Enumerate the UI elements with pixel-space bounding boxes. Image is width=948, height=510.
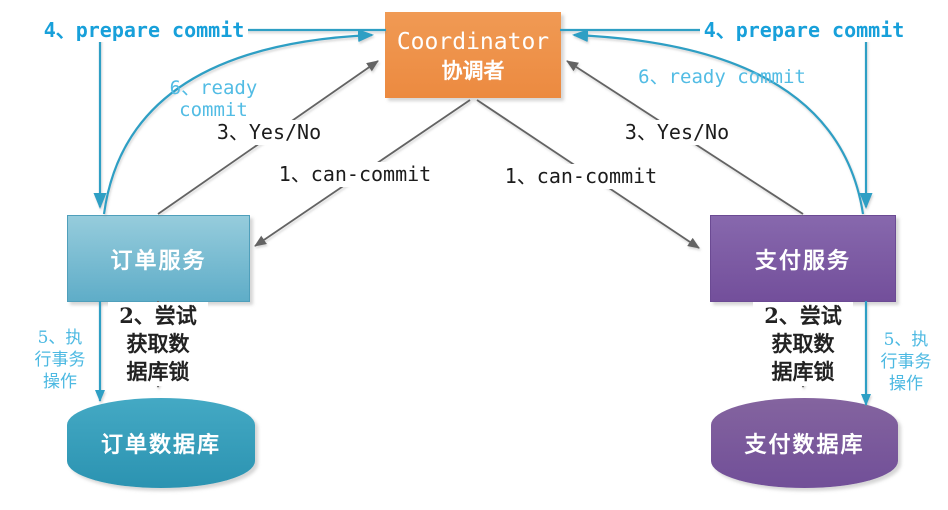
exec-transaction-left-label: 5、执 行事务 操作	[34, 328, 86, 392]
ready-commit-right-label: 6、ready commit	[638, 66, 806, 88]
payment-database-node: 支付数据库	[711, 398, 898, 488]
can-commit-left-label: 1、can-commit	[272, 162, 438, 187]
prepare-commit-left-label: 4、prepare commit	[40, 18, 248, 42]
order-service-label: 订单服务	[110, 247, 207, 274]
prepare-commit-right-label: 4、prepare commit	[700, 18, 908, 42]
payment-service-label: 支付服务	[754, 247, 851, 274]
coordinator-node: Coordinator 协调者	[385, 12, 561, 98]
coordinator-subtitle: 协调者	[441, 57, 505, 83]
yes-no-left-label: 3、Yes/No	[200, 120, 338, 145]
payment-database-label: 支付数据库	[744, 432, 865, 458]
payment-service-node: 支付服务	[710, 215, 896, 302]
acquire-lock-right-label: 2、尝试 获取数 据库锁	[753, 302, 853, 386]
can-commit-right-label: 1、can-commit	[492, 164, 670, 189]
exec-transaction-right-label: 5、执 行事务 操作	[880, 330, 932, 394]
order-database-label: 订单数据库	[100, 432, 221, 458]
coordinator-title: Coordinator	[396, 28, 550, 55]
yes-no-right-label: 3、Yes/No	[612, 120, 742, 145]
acquire-lock-left-label: 2、尝试 获取数 据库锁	[108, 302, 208, 386]
order-service-node: 订单服务	[67, 215, 250, 302]
ready-commit-left-label: 6、ready commit	[169, 77, 258, 121]
order-database-node: 订单数据库	[67, 398, 255, 488]
